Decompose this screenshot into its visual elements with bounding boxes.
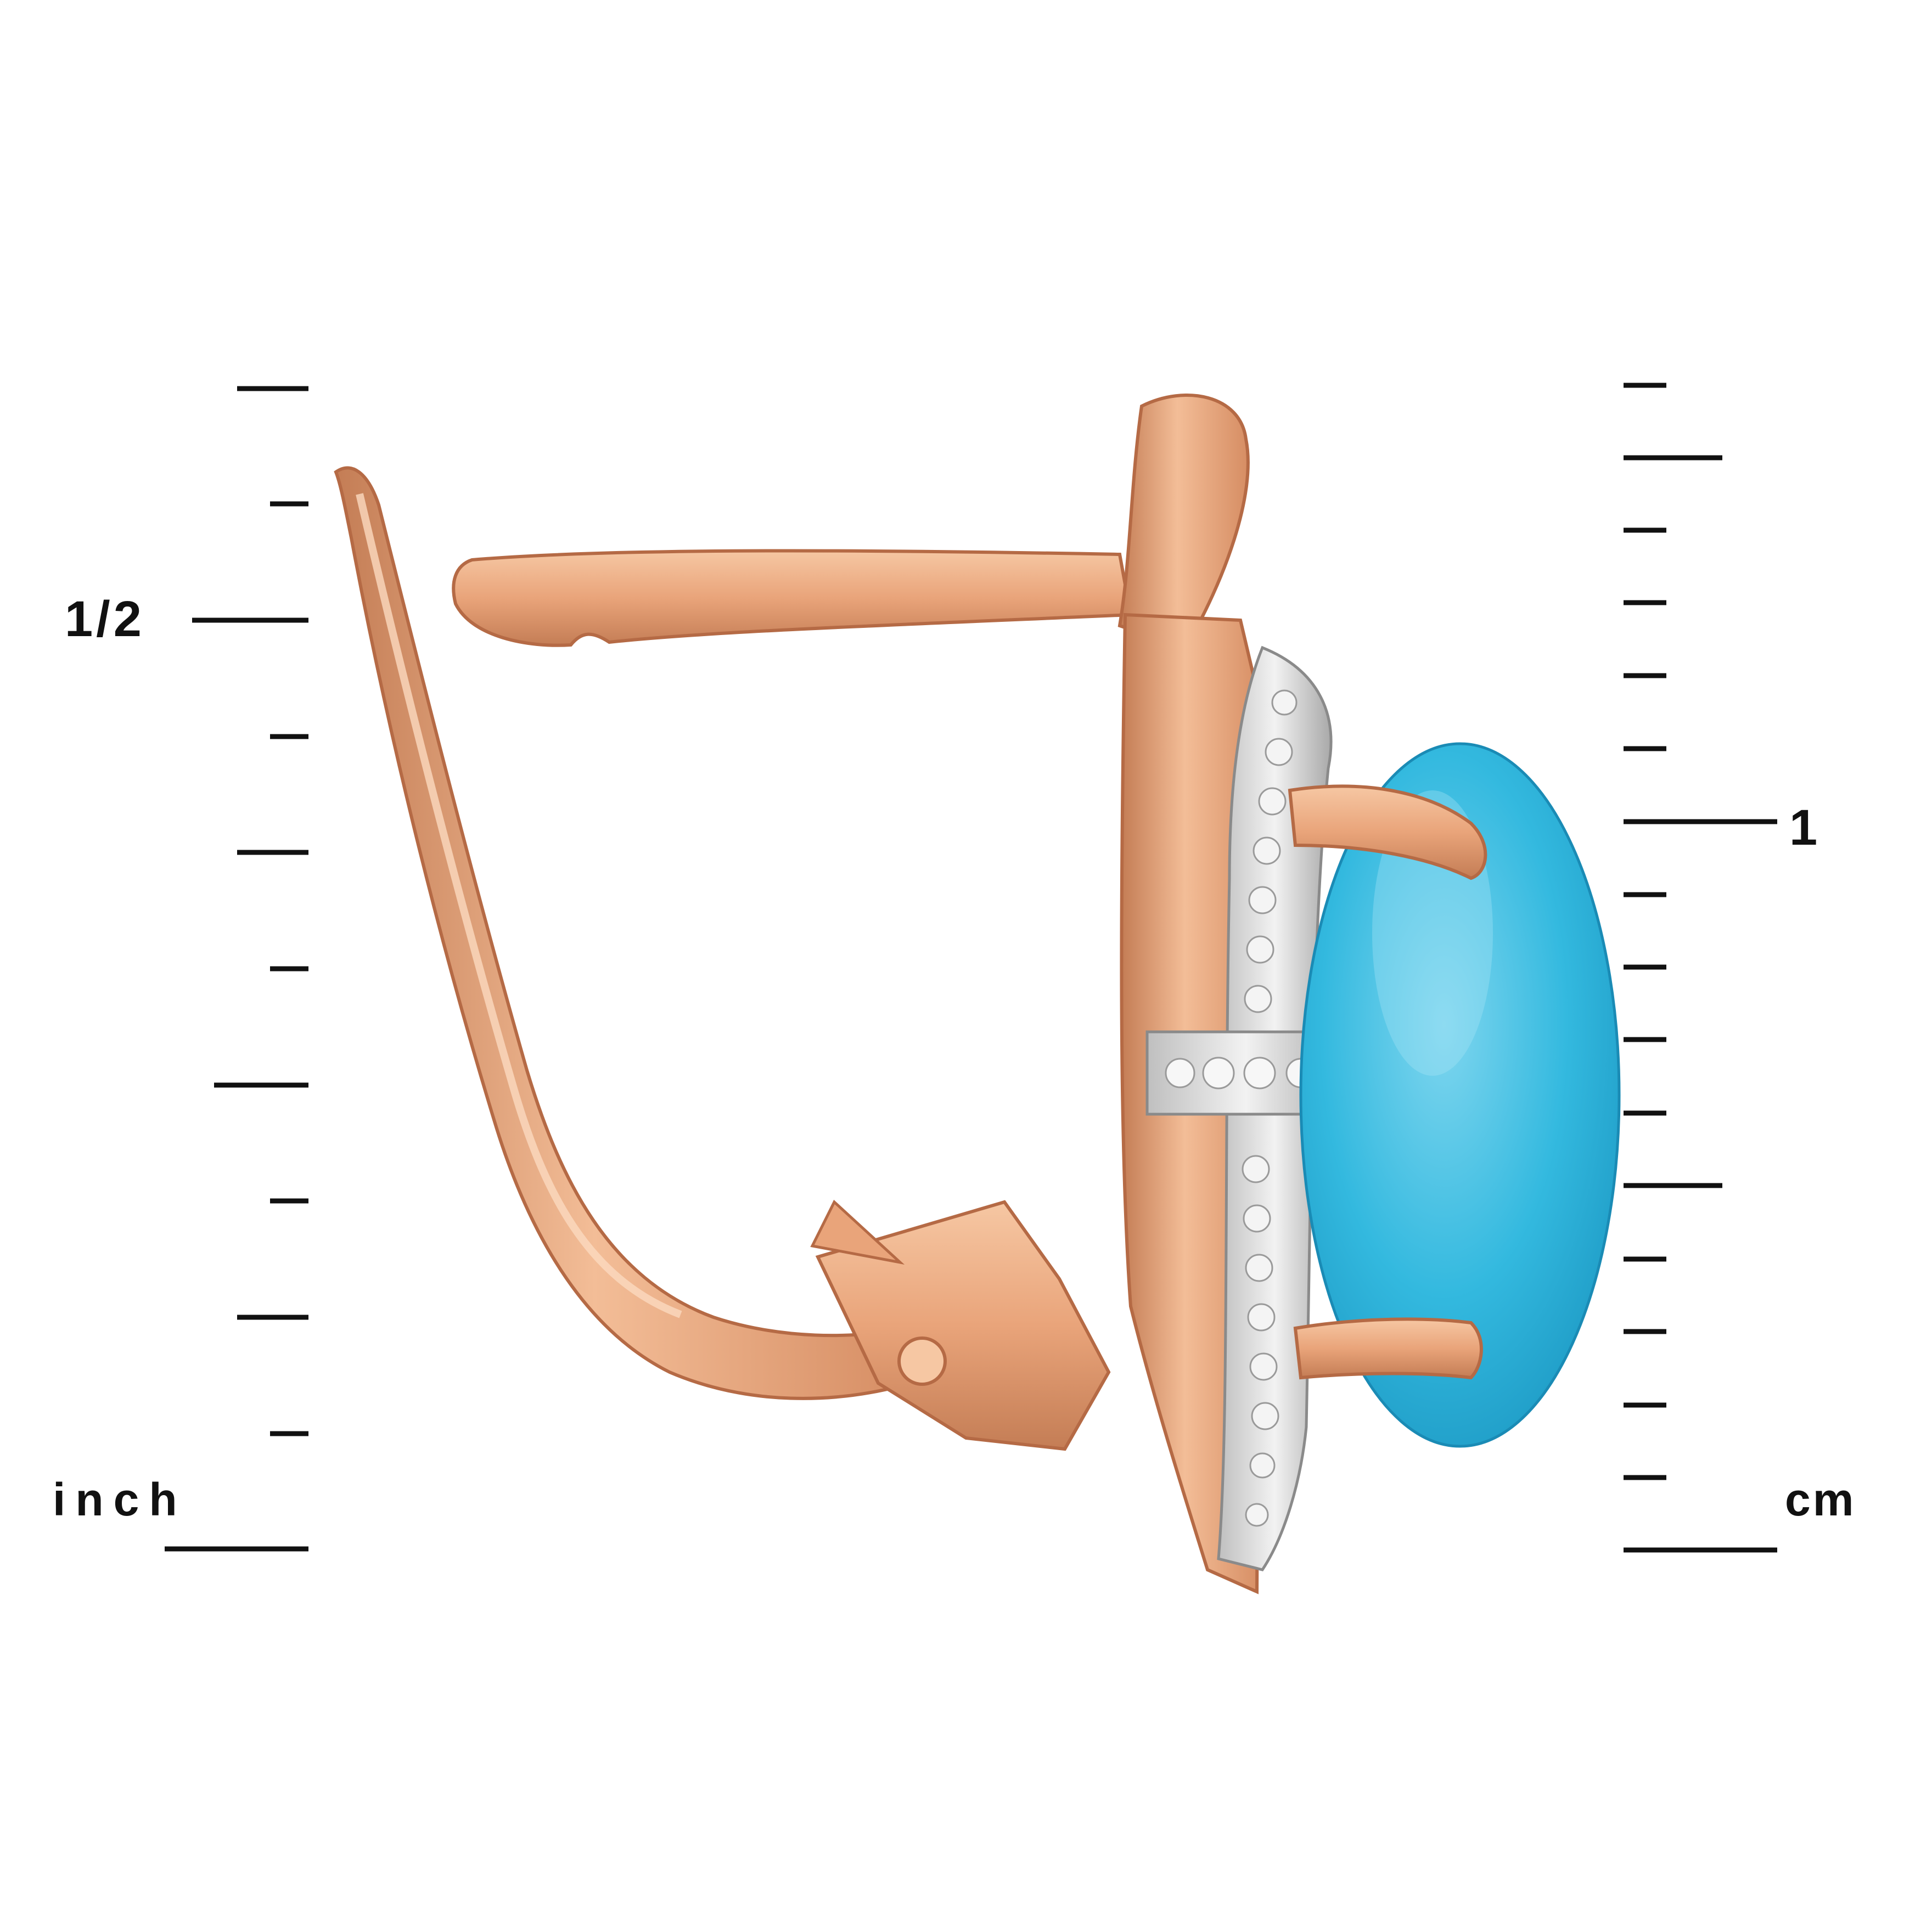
diamond-stones [1242,689,1298,1527]
hinge-fin [810,1199,905,1265]
cm-ruler [1624,383,1777,1553]
lever-wire-highlight [356,493,682,1318]
hinge-latch [815,1200,1111,1451]
turquoise-stone [1299,742,1621,1448]
inch-half-label: 1/2 [65,591,145,647]
cm-unit-label: cm [1785,1474,1856,1525]
cm-one-label: 1 [1789,800,1818,856]
upper-loop [1117,394,1250,650]
lower-prong [1293,1317,1483,1380]
earring-image [334,394,1621,1594]
ear-post [452,549,1133,647]
upper-prong [1288,784,1487,880]
hinge-rivet [897,1336,947,1386]
inch-unit-label: inch [53,1474,187,1525]
inch-ruler [165,386,308,1552]
